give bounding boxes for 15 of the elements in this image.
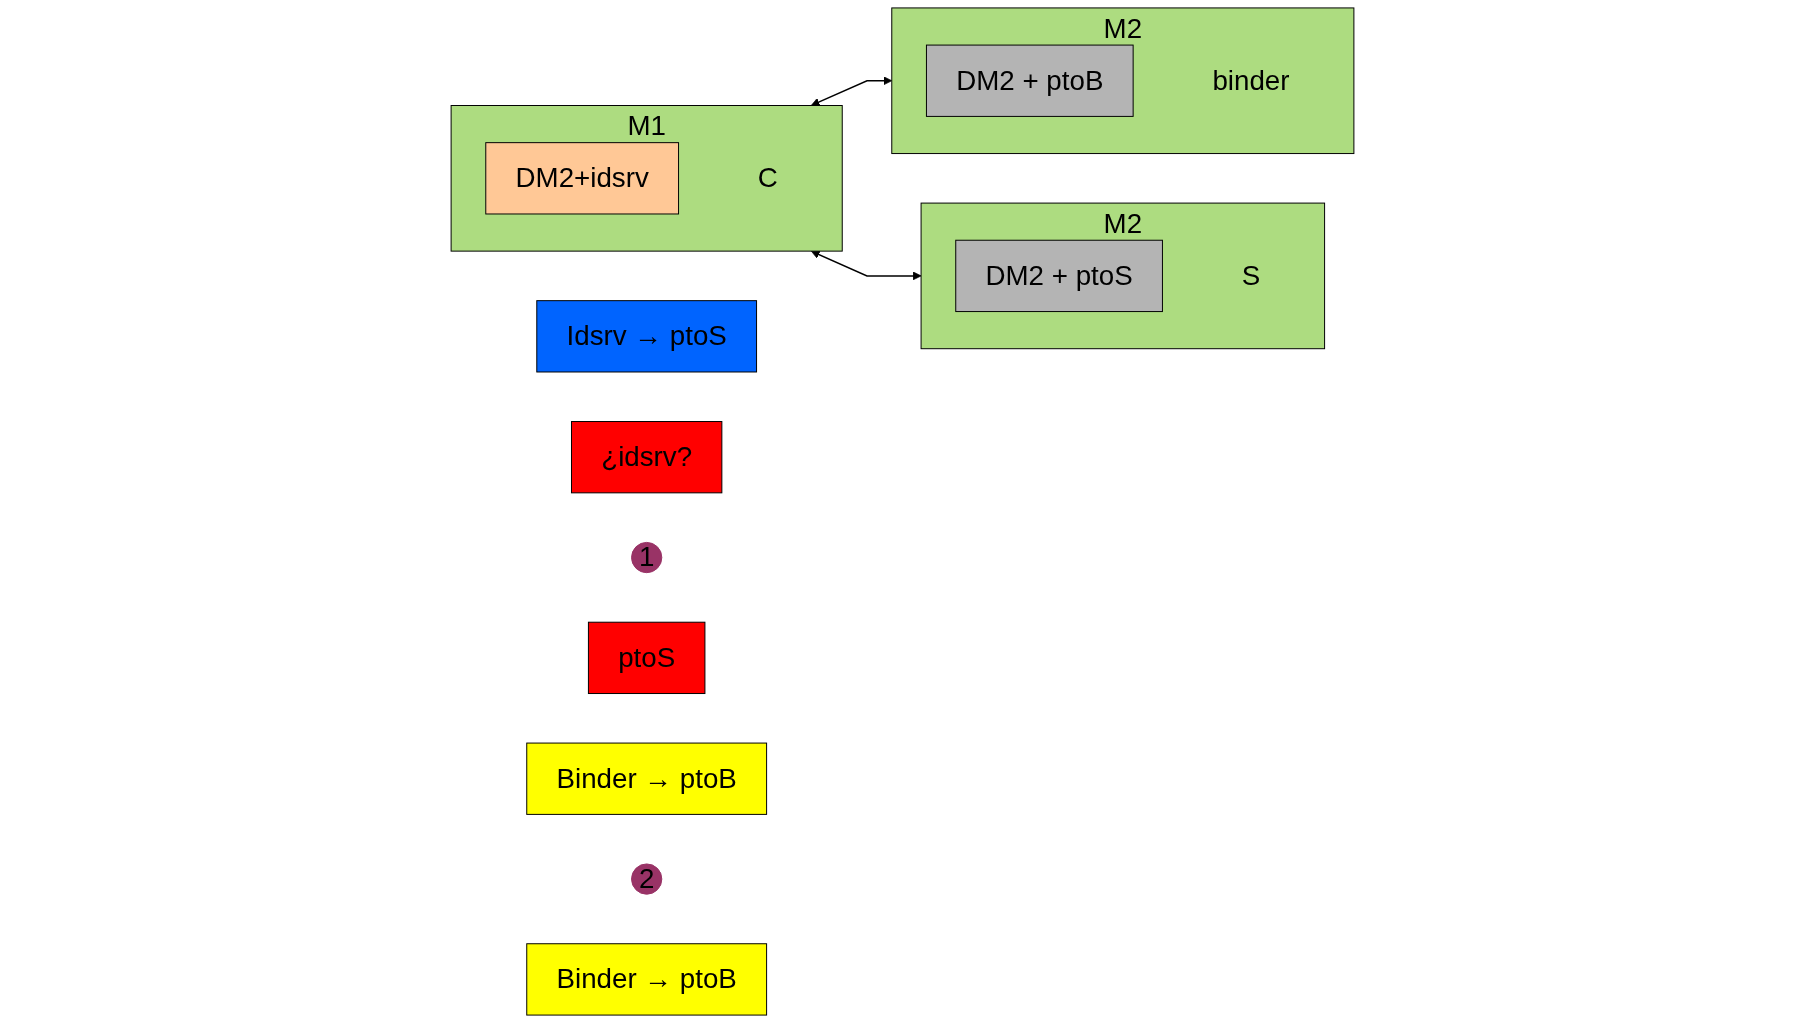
node-box: ¿idsrv? xyxy=(571,421,723,494)
arrow xyxy=(811,250,922,281)
node-label: S xyxy=(1241,260,1261,291)
node-box: DM2+idsrv xyxy=(485,142,680,215)
node-box: DM2 + ptoB xyxy=(925,44,1134,117)
node-box: Binder → ptoB xyxy=(526,943,768,1016)
arrow xyxy=(811,76,893,107)
node-circle: 1 xyxy=(631,541,663,574)
node-box: DM2 + ptoS xyxy=(955,239,1163,313)
node-label: C xyxy=(757,162,778,194)
node-label: binder xyxy=(1212,64,1290,96)
node-box: ptoS xyxy=(587,621,706,695)
node-circle: 2 xyxy=(631,863,663,895)
node-box: Idsrv → ptoS xyxy=(536,300,758,373)
node-box: Binder → ptoB xyxy=(526,742,768,815)
